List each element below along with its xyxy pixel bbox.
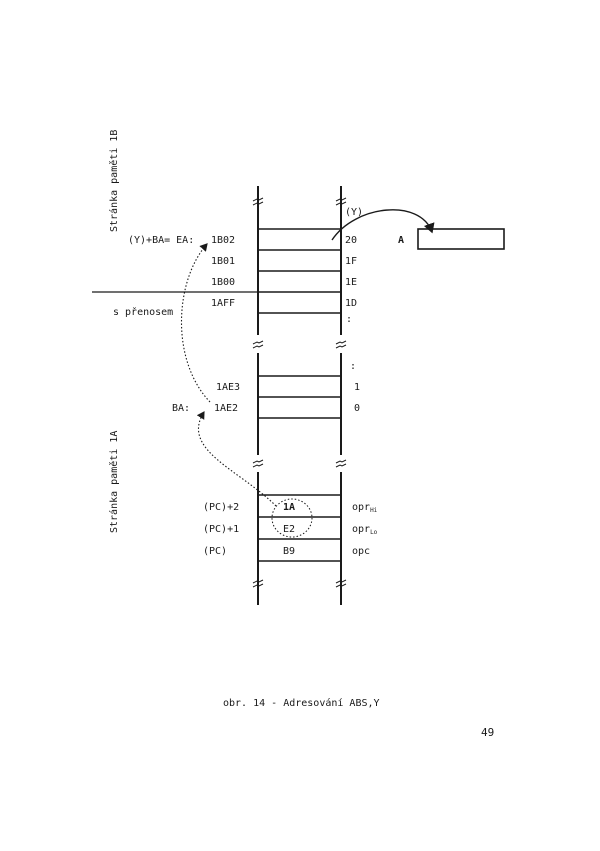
- value-20: 20: [345, 235, 358, 246]
- page-1a-label: Stránka paměti 1A: [109, 430, 120, 533]
- operand-hi-label: oprHi: [352, 502, 378, 514]
- figure-caption: obr. 14 - Adresování ABS,Y: [223, 698, 380, 709]
- dotted-arrow-to-ba: [196, 411, 277, 507]
- address-1b00: 1B00: [211, 277, 236, 288]
- register-a-box: [417, 228, 505, 250]
- effective-address-equation: (Y)+BA= EA:: [128, 235, 195, 246]
- carry-label: s přenosem: [113, 307, 174, 318]
- dotted-circle: [271, 498, 313, 538]
- address-1b02: 1B02: [211, 235, 236, 246]
- value-0: 0: [354, 403, 361, 414]
- pc-plus-2-label: (PC)+2: [203, 502, 240, 513]
- instruction-lo-value: E2: [283, 524, 296, 535]
- register-a-label: A: [398, 235, 405, 246]
- page-1b-label: Stránka paměti 1B: [109, 129, 120, 232]
- opcode-value: B9: [283, 546, 296, 557]
- operand-lo-label: oprLo: [352, 524, 378, 536]
- value-1: 1: [354, 382, 361, 393]
- address-1ae2: 1AE2: [214, 403, 239, 414]
- ba-label: BA:: [172, 403, 191, 414]
- y-register-label: (Y): [345, 207, 364, 218]
- pc-plus-1-label: (PC)+1: [203, 524, 240, 535]
- continuation-dots-upper: :: [346, 314, 353, 325]
- pc-label: (PC): [203, 546, 228, 557]
- dotted-arrow-to-ea: [180, 243, 211, 403]
- continuation-dots-lower: :: [350, 361, 357, 372]
- value-1f: 1F: [345, 256, 358, 267]
- break-marks: [252, 197, 347, 588]
- page-number: 49: [481, 726, 495, 739]
- address-1b01: 1B01: [211, 256, 236, 267]
- value-1d: 1D: [345, 298, 358, 309]
- address-1aff: 1AFF: [211, 298, 236, 309]
- instruction-hi-value: 1A: [283, 502, 296, 513]
- arrow-to-register-a: [331, 209, 435, 241]
- address-1ae3: 1AE3: [216, 382, 241, 393]
- opcode-label: opc: [352, 546, 371, 557]
- value-1e: 1E: [345, 277, 358, 288]
